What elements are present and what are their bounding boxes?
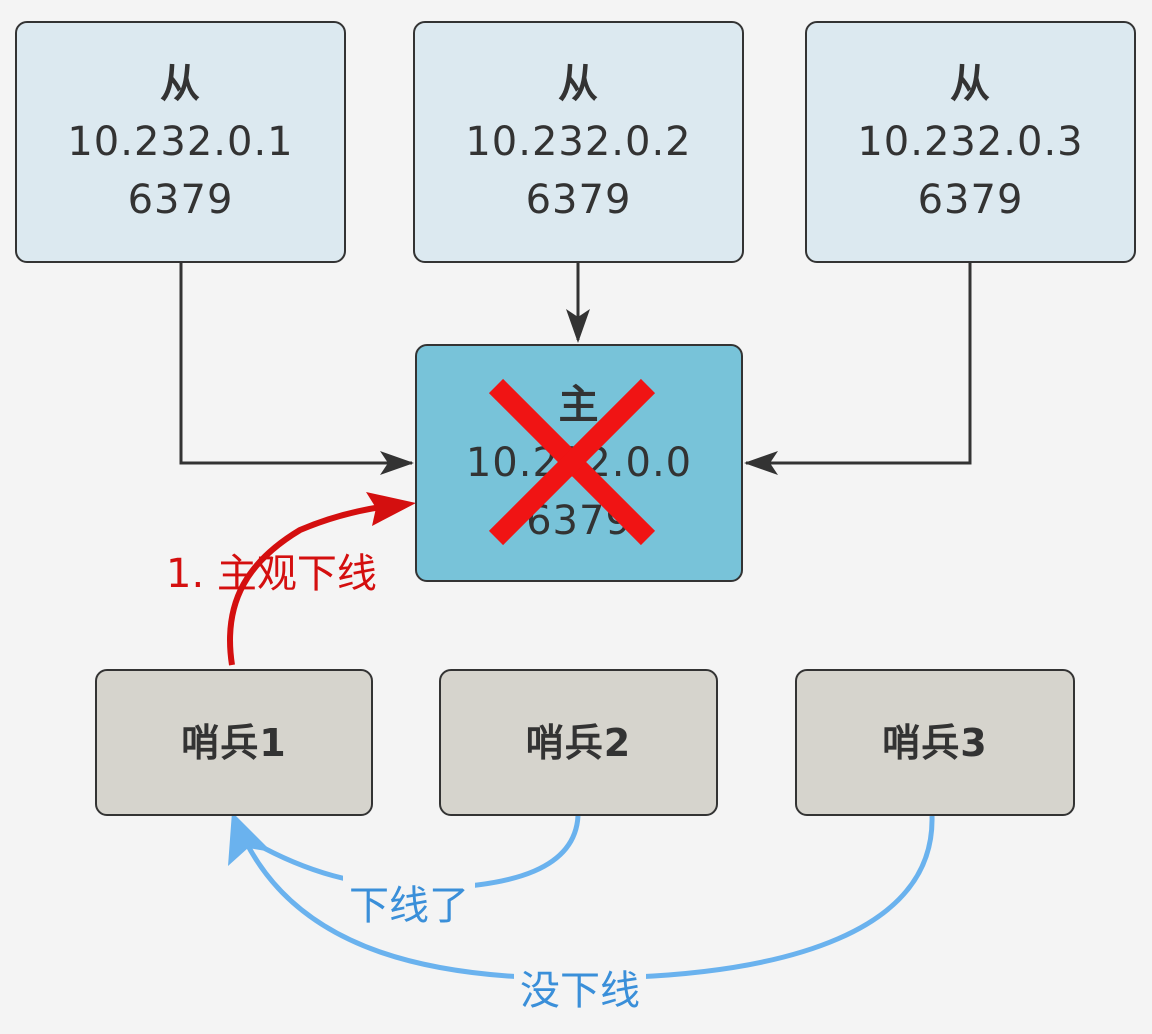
- master-down-cross-icon: [488, 378, 656, 546]
- slave-node-1: 从 10.232.0.1 6379: [15, 21, 346, 263]
- subjective-down-label: 1. 主观下线: [166, 551, 377, 597]
- slave-port: 6379: [525, 177, 632, 223]
- slave-node-2: 从 10.232.0.2 6379: [413, 21, 744, 263]
- slave-port: 6379: [127, 177, 234, 223]
- reported-down-label: 下线了: [343, 873, 475, 931]
- edge-slave1-master: [179, 262, 412, 465]
- slave-ip: 10.232.0.2: [465, 119, 692, 165]
- sentinel-node-3: 哨兵3: [795, 669, 1075, 816]
- slave-port: 6379: [917, 177, 1024, 223]
- not-down-label: 没下线: [514, 958, 646, 1016]
- arrowhead-sentinel1-master: [366, 492, 416, 526]
- slave-role-label: 从: [160, 61, 201, 107]
- master-role-label: 主: [558, 382, 600, 428]
- sentinel-label: 哨兵2: [525, 720, 632, 765]
- slave-ip: 10.232.0.1: [67, 119, 294, 165]
- edge-sentinel1-master: [226, 502, 396, 666]
- slave-role-label: 从: [558, 61, 599, 107]
- slave-role-label: 从: [950, 61, 991, 107]
- sentinel-label: 哨兵1: [181, 720, 287, 765]
- sentinel-label: 哨兵3: [882, 720, 988, 765]
- slave-ip: 10.232.0.3: [857, 119, 1084, 165]
- sentinel-node-1: 哨兵1: [95, 669, 373, 816]
- arrowhead-slave3-master: [744, 451, 778, 475]
- arrowhead-to-sentinel1: [228, 812, 272, 866]
- sentinel-node-2: 哨兵2: [439, 669, 718, 816]
- edge-slave3-master: [746, 262, 972, 465]
- slave-node-3: 从 10.232.0.3 6379: [805, 21, 1136, 263]
- arrowhead-slave1-master: [380, 451, 414, 475]
- arrowhead-slave2-master: [566, 309, 590, 343]
